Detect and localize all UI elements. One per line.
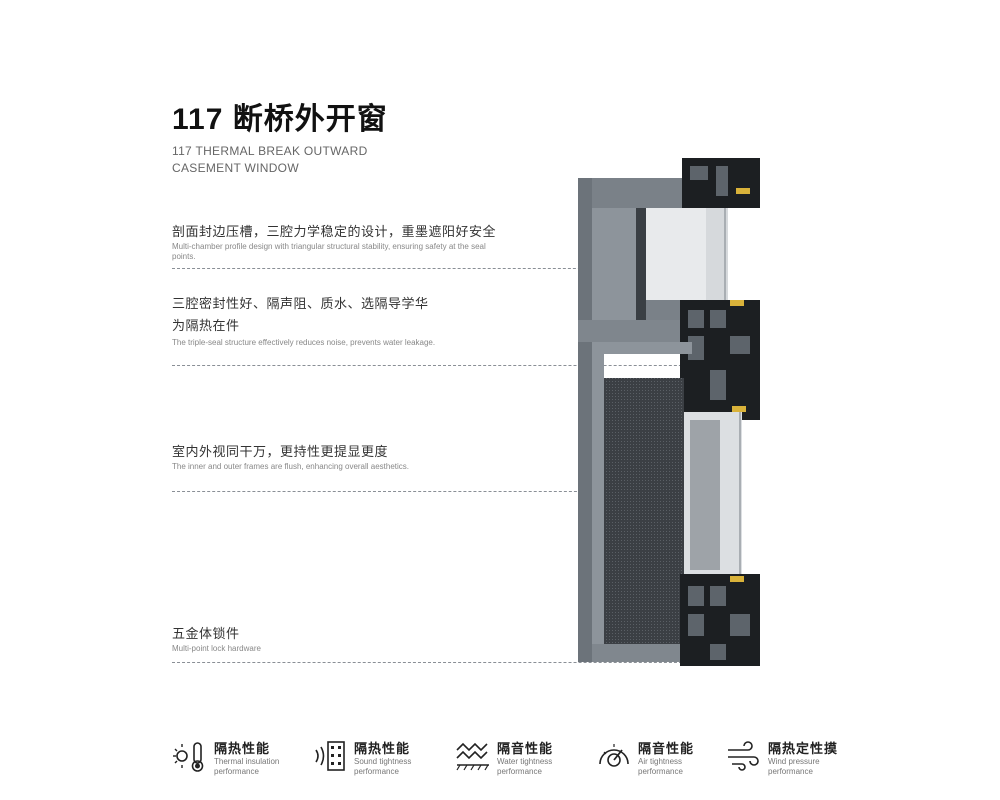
performance-2-title: 隔热性能	[354, 741, 411, 756]
upper-glass-side	[706, 208, 728, 300]
feature-4-title: 五金体锁件	[172, 626, 240, 641]
feature-2-title-2: 为隔热在件	[172, 318, 240, 333]
feature-3-title: 室内外视同干万，更持性更提显更度	[172, 444, 389, 459]
wind-icon	[728, 741, 759, 771]
feature-1-desc: Multi-chamber profile design with triang…	[172, 242, 486, 261]
performance-1-desc: Thermal insulation performance	[214, 757, 280, 776]
bottom-cavity-3	[688, 614, 704, 636]
transom-cavity-4	[730, 336, 750, 354]
feature-1-title: 剖面封边压槽，三腔力学稳定的设计，重墨遮阳好安全	[172, 224, 497, 239]
feature-3-leader-line	[172, 491, 592, 492]
transom-cavity-1	[688, 310, 704, 328]
performance-item-1: 隔热性能 Thermal insulation performance	[172, 736, 302, 780]
performance-5-title: 隔热定性摸	[768, 741, 839, 756]
top-profile-cavity-2	[716, 166, 728, 196]
performance-item-3: 隔音性能 Water tightness performance	[455, 736, 585, 780]
subtitle-line-1: 117 THERMAL BREAK OUTWARD	[172, 144, 368, 158]
top-profile-strip	[736, 188, 750, 194]
gauge-icon	[599, 744, 629, 767]
transom-cavity-5	[710, 370, 726, 400]
water-wave-icon	[456, 742, 489, 771]
feature-2-leader-line	[172, 365, 712, 366]
feature-3: 室内外视同干万，更持性更提显更度 The inner and outer fra…	[172, 442, 502, 472]
bottom-strip	[730, 576, 744, 582]
feature-4-leader-line	[172, 662, 692, 663]
lower-frame-left	[578, 342, 592, 662]
performance-3-desc: Water tightness performance	[497, 757, 553, 776]
page-subtitle: 117 THERMAL BREAK OUTWARD CASEMENT WINDO…	[172, 143, 368, 177]
subtitle-line-2: CASEMENT WINDOW	[172, 161, 299, 175]
bottom-cavity-5	[710, 644, 726, 660]
page-title: 117 断桥外开窗	[172, 103, 388, 136]
upper-glass	[646, 208, 706, 300]
thermometer-sun-icon	[173, 742, 204, 772]
feature-4-desc: Multi-point lock hardware	[172, 644, 261, 653]
feature-1-leader-line	[172, 268, 626, 269]
performance-4-title: 隔音性能	[638, 741, 695, 756]
bottom-cavity-1	[688, 586, 704, 606]
feature-3-desc: The inner and outer frames are flush, en…	[172, 462, 410, 471]
top-profile-cavity-1	[690, 166, 708, 180]
upper-frame-inner	[592, 208, 636, 320]
screen-mesh-texture	[604, 378, 684, 644]
lower-sash-bottom	[592, 644, 692, 662]
feature-2-desc: The triple-seal structure effectively re…	[172, 338, 436, 347]
performance-4-desc: Air tightness performance	[638, 757, 683, 776]
window-section-illustration	[578, 158, 760, 666]
performance-2-desc: Sound tightness performance	[354, 757, 412, 776]
transom-strip-2	[732, 406, 746, 412]
performance-item-4: 隔音性能 Air tightness performance	[596, 736, 726, 780]
transom-strip-1	[730, 300, 744, 306]
bottom-cavity-4	[730, 614, 750, 636]
transom-cavity-2	[710, 310, 726, 328]
performance-item-5: 隔热定性摸 Wind pressure performance	[726, 736, 856, 780]
performance-5-desc: Wind pressure performance	[768, 757, 820, 776]
feature-2: 三腔密封性好、隔声阻、质水、选隔导学华 为隔热在件 The triple-sea…	[172, 294, 502, 348]
feature-1: 剖面封边压槽，三腔力学稳定的设计，重墨遮阳好安全 Multi-chamber p…	[172, 222, 502, 262]
upper-frame-left	[578, 178, 592, 320]
performance-item-2: 隔热性能 Sound tightness performance	[312, 736, 442, 780]
lower-sash-top	[592, 342, 692, 354]
bottom-cavity-2	[710, 586, 726, 606]
performance-1-title: 隔热性能	[214, 741, 271, 756]
lower-sash-left	[592, 354, 604, 644]
lower-glass-mesh	[690, 420, 720, 570]
feature-2-title: 三腔密封性好、隔声阻、质水、选隔导学华	[172, 296, 429, 311]
feature-4: 五金体锁件 Multi-point lock hardware	[172, 624, 502, 654]
upper-sash-edge	[636, 208, 646, 320]
sound-wave-icon	[315, 741, 345, 771]
performance-3-title: 隔音性能	[497, 741, 554, 756]
